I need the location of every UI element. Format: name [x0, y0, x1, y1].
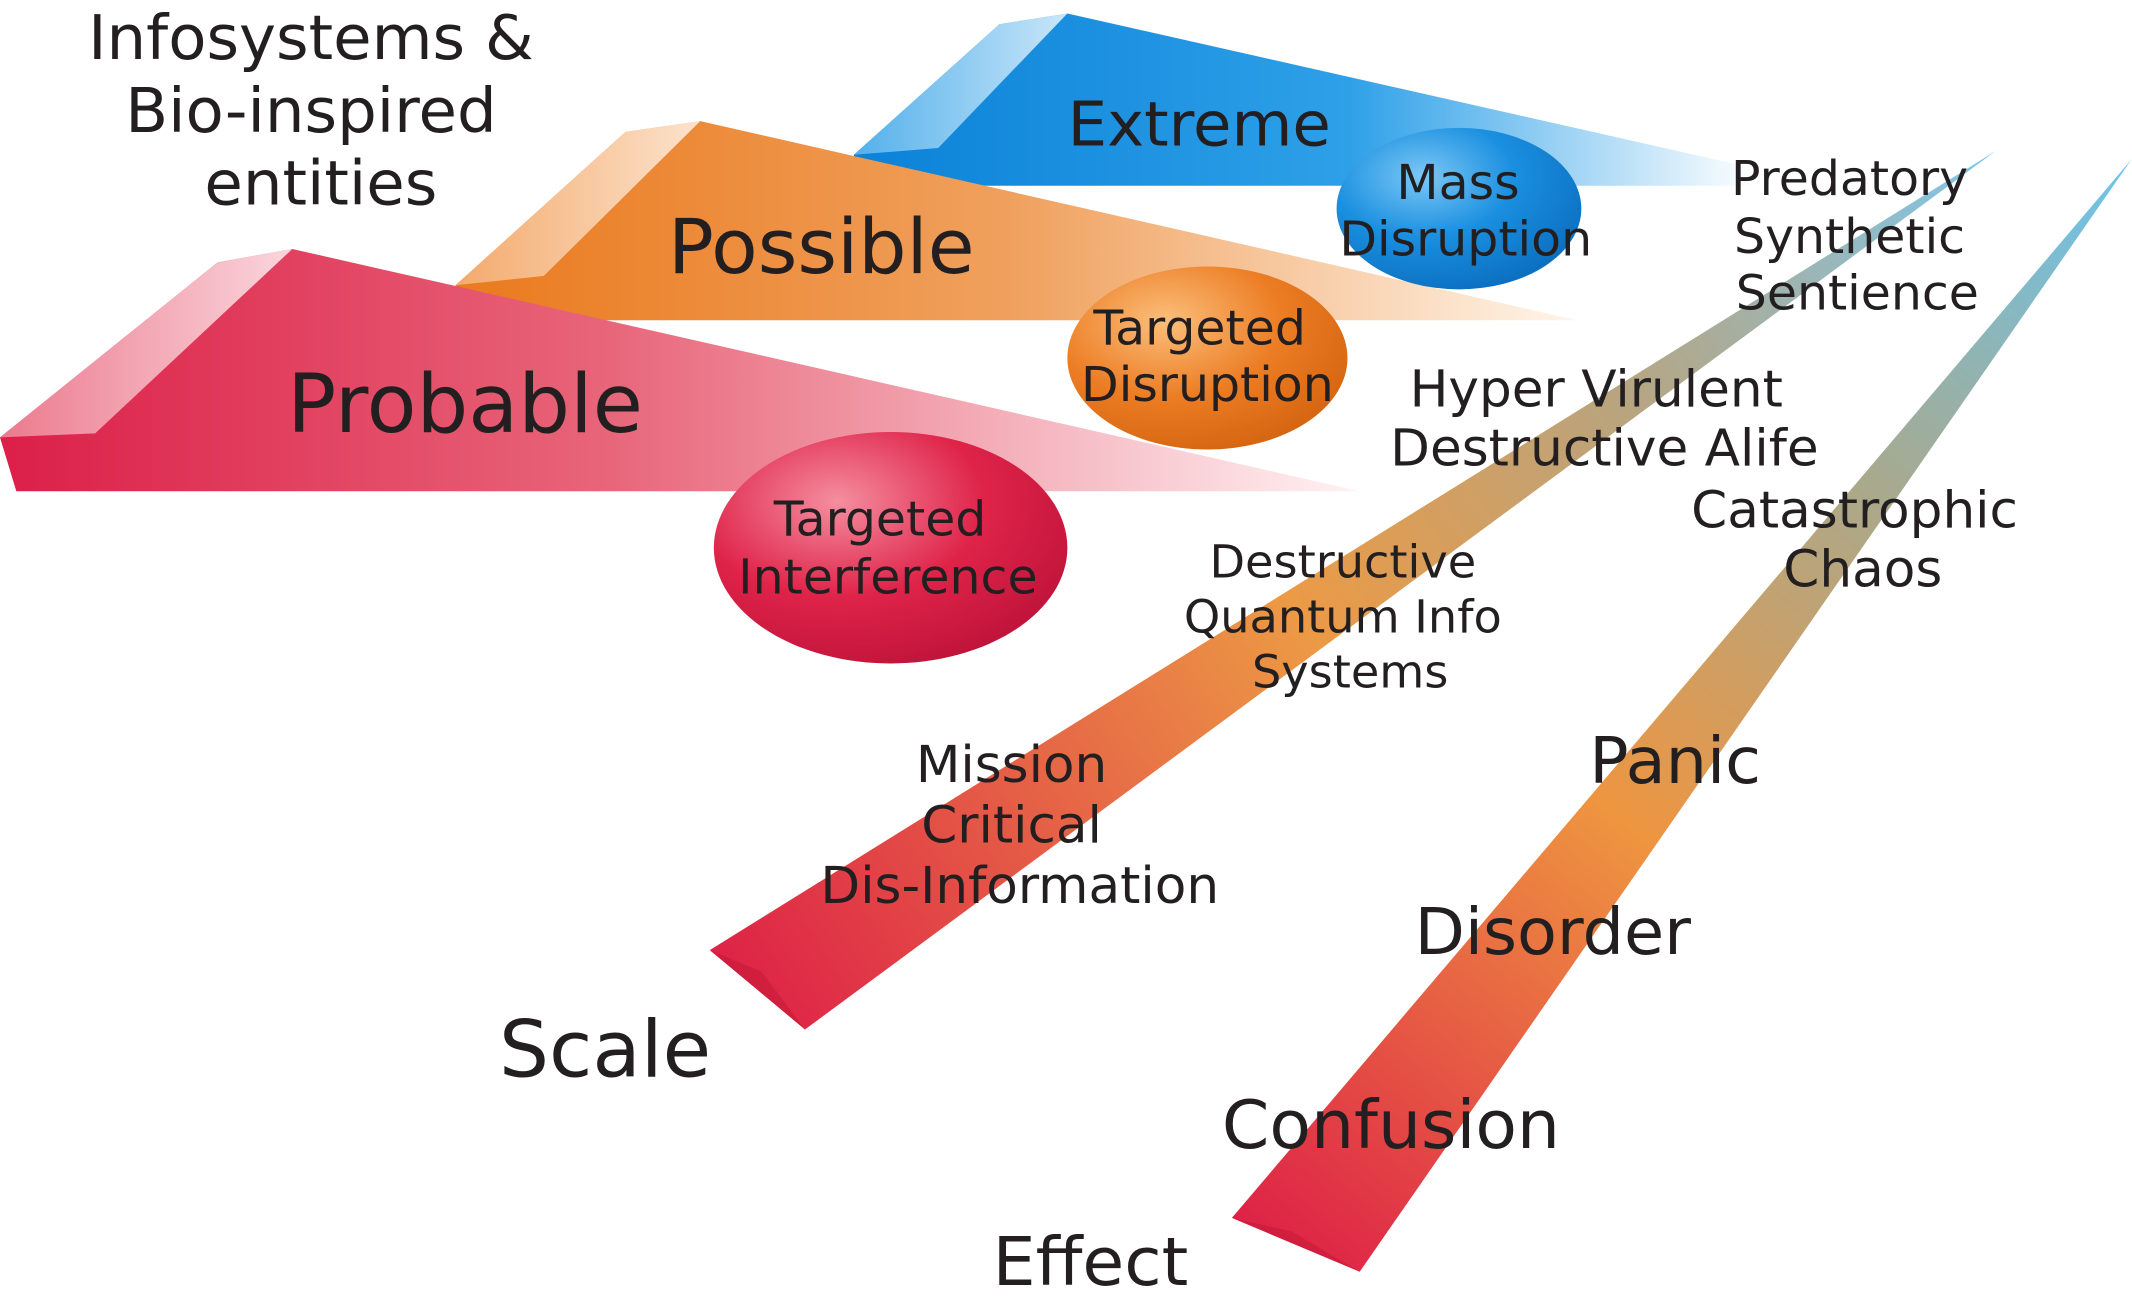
scale-arrow [709, 150, 1997, 1030]
effect-item-catastrophic: Catastrophic Chaos [1691, 481, 2034, 600]
title-line-3: entities [204, 147, 437, 220]
possible-band [455, 121, 1578, 321]
band-label-probable: Probable [287, 358, 643, 452]
band-label-possible: Possible [668, 204, 975, 292]
scale-item-mission-critical: Mission Critical Dis-Information [820, 735, 1219, 916]
band-label-extreme: Extreme [1068, 88, 1331, 161]
scale-axis-label: Scale [499, 1004, 711, 1096]
bubble-label-targeted-interference: Targeted Interference [738, 492, 1037, 606]
bubble-label-targeted-disruption: Targeted Disruption [1081, 301, 1334, 413]
targeted-disruption-bubble [1067, 266, 1348, 450]
title-line-2: Bio-inspired [125, 74, 496, 147]
effect-item-panic: Panic [1589, 725, 1761, 800]
title-line-1: Infosystems & [88, 2, 534, 75]
effect-axis-label: Effect [993, 1223, 1189, 1300]
targeted-interference-bubble [713, 431, 1068, 664]
scale-item-destructive-quantum: Destructive Quantum Info Systems [1184, 535, 1517, 699]
effect-item-disorder: Disorder [1415, 895, 1692, 970]
effect-item-confusion: Confusion [1222, 1085, 1560, 1164]
scale-item-predatory: Predatory Synthetic Sentience [1731, 151, 1984, 321]
diagram-title: Infosystems & Bio-inspired entities [88, 2, 554, 220]
bubble-label-mass-disruption: Mass Disruption [1339, 155, 1592, 267]
probable-band [0, 248, 1360, 492]
scale-item-hyper-virulent: Hyper Virulent Destructive Alife [1390, 360, 1818, 479]
mass-disruption-bubble [1336, 127, 1582, 290]
